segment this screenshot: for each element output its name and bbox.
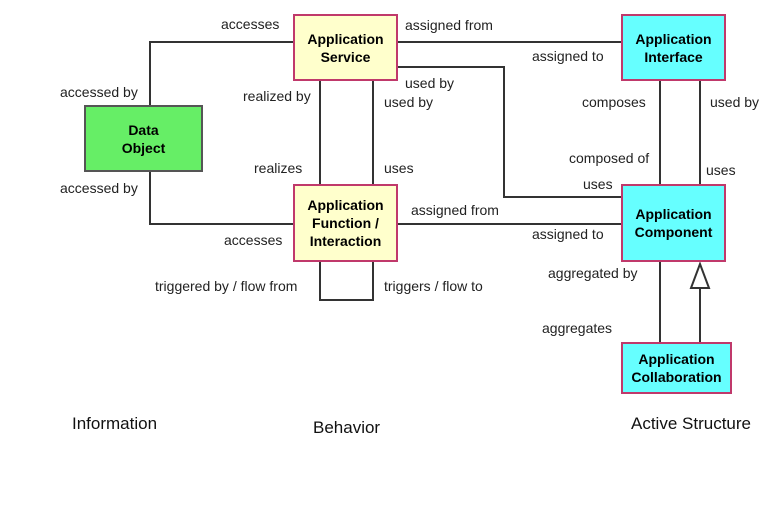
label-realizes: realizes xyxy=(254,160,303,176)
label-used-by-mid1: used by xyxy=(405,75,455,91)
label-accessed-by-bottom: accessed by xyxy=(60,180,138,196)
application-function-node: Application Function / Interaction xyxy=(293,184,398,262)
application-service-node: Application Service xyxy=(293,14,398,81)
label-aggregates: aggregates xyxy=(542,320,613,336)
label-composes: composes xyxy=(582,94,646,110)
label-aggregated-by: aggregated by xyxy=(548,265,638,281)
label-assigned-from-bottom: assigned from xyxy=(411,202,499,218)
edge-service-component xyxy=(398,66,621,198)
specialization-arrowhead xyxy=(689,261,711,289)
label-accesses-bottom: accesses xyxy=(224,232,283,248)
label-assigned-to-top: assigned to xyxy=(532,48,604,64)
application-interface-node: Application Interface xyxy=(621,14,726,81)
label-uses-component: uses xyxy=(583,176,613,192)
edge-dataobject-service xyxy=(149,41,293,105)
application-component-node: Application Component xyxy=(621,184,726,262)
label-uses-right: uses xyxy=(706,162,736,178)
data-object-node: Data Object xyxy=(84,105,203,172)
label-assigned-to-bottom: assigned to xyxy=(532,226,604,242)
layer-information: Information xyxy=(72,414,158,433)
label-composed-of: composed of xyxy=(569,150,650,166)
label-accessed-by-top: accessed by xyxy=(60,84,138,100)
label-used-by-right: used by xyxy=(710,94,760,110)
label-triggers: triggers / flow to xyxy=(384,278,483,294)
application-collaboration-node: Application Collaboration xyxy=(621,342,732,394)
edge-function-trigger-loop xyxy=(319,262,374,301)
label-assigned-from-top: assigned from xyxy=(405,17,493,33)
label-uses-mid: uses xyxy=(384,160,414,176)
label-accesses-top: accesses xyxy=(221,16,280,32)
label-triggered-by: triggered by / flow from xyxy=(155,278,298,294)
label-used-by-mid2: used by xyxy=(384,94,434,110)
layer-behavior: Behavior xyxy=(313,418,381,437)
layer-active-structure: Active Structure xyxy=(631,414,751,433)
edge-dataobject-function xyxy=(149,172,293,225)
label-realized-by: realized by xyxy=(243,88,311,104)
